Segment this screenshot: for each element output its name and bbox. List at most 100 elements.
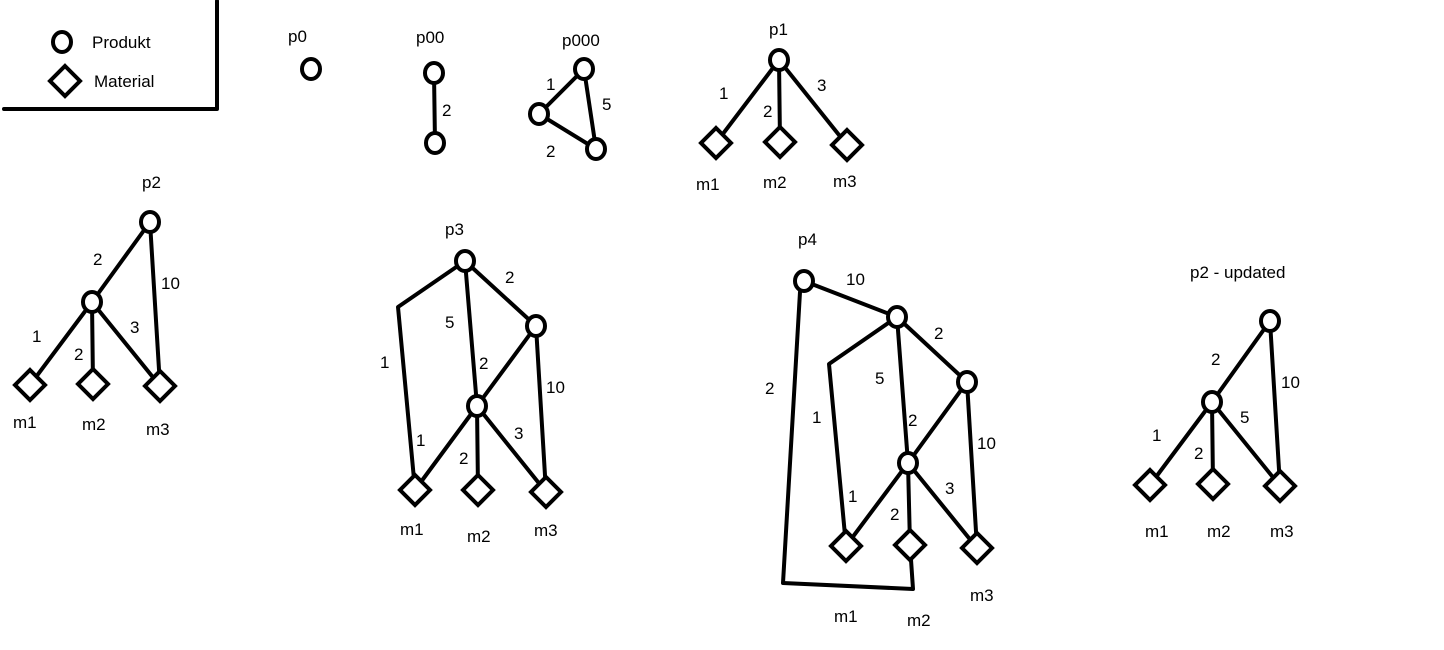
- edge-p4-p2top-m3: [965, 380, 979, 550]
- node-label-p4-m2: m2: [907, 611, 931, 630]
- edge-p4-p3root-p2top: [895, 315, 969, 384]
- edge-weight-p1-root-m1: 1: [719, 84, 728, 103]
- edge-weight-p00-a-b: 2: [442, 101, 451, 120]
- edge-weight-p3-p2top-m3: 10: [546, 378, 565, 397]
- edge-weight-p4-p2top-m3: 10: [977, 434, 996, 453]
- node-label-p3-m3: m3: [534, 521, 558, 540]
- edge-p4-p1mid-m1: [844, 461, 910, 548]
- edge-weight-p2-updated-root-mid: 2: [1211, 350, 1220, 369]
- edge-weight-p3-p1mid-m2: 2: [459, 449, 468, 468]
- node-label-p4-m1: m1: [834, 607, 858, 626]
- produkt-node-p3-p1mid: [466, 394, 488, 418]
- produkt-node-p000-left: [528, 102, 550, 126]
- diagram-title-p0: p0: [288, 27, 307, 46]
- edge-p2-mid-m1: [28, 300, 94, 387]
- edge-p4-p2top-p1mid: [906, 380, 969, 465]
- edge-weight-p4-top-m2: 2: [765, 379, 774, 398]
- edge-weight-p4-p3root-m1: 1: [812, 408, 821, 427]
- produkt-node-p00-b: [424, 131, 446, 155]
- legend-produkt-icon: [51, 30, 73, 54]
- material-node-p2-m1: [12, 367, 48, 403]
- material-node-p1-m2: [762, 124, 798, 160]
- node-label-p2-updated-m3: m3: [1270, 522, 1294, 541]
- edge-weight-p2-updated-root-m3: 10: [1281, 373, 1300, 392]
- material-node-p1-m1: [698, 125, 734, 161]
- edge-p3-root-m1: [396, 259, 467, 492]
- node-label-p1-m2: m2: [763, 173, 787, 192]
- edge-p000-top-right: [582, 67, 598, 151]
- legend-produkt-label: Produkt: [92, 33, 151, 52]
- node-label-p4-m3: m3: [970, 586, 994, 605]
- produkt-node-p00-a: [423, 61, 445, 85]
- produkt-node-p1-root: [768, 48, 790, 72]
- material-node-p2-m3: [142, 368, 178, 404]
- edge-weight-p000-left-right: 2: [546, 142, 555, 161]
- edge-weight-p4-p3root-p2top: 2: [934, 324, 943, 343]
- node-label-p1-m1: m1: [696, 175, 720, 194]
- node-label-p1-m3: m3: [833, 172, 857, 191]
- edge-p1-root-m3: [777, 58, 849, 147]
- produkt-node-p0-a: [300, 57, 322, 81]
- edge-weight-p3-p1mid-m3: 3: [514, 424, 523, 443]
- edge-p2-root-mid: [90, 220, 152, 304]
- edge-weight-p4-top-p3root: 10: [846, 270, 865, 289]
- edge-weight-p3-p1mid-m1: 1: [416, 431, 425, 450]
- material-node-p4-m3: [959, 530, 995, 566]
- edge-weight-p4-p2top-p1mid: 2: [908, 411, 917, 430]
- edge-p2-updated-root-m3: [1268, 319, 1282, 488]
- edge-p3-root-p1mid: [463, 259, 479, 408]
- edge-p2-root-m3: [148, 220, 162, 388]
- material-node-p3-m3: [528, 474, 564, 510]
- produkt-node-p3-p2top: [525, 314, 547, 338]
- edge-p2-updated-root-mid: [1210, 319, 1272, 404]
- node-label-p3-m2: m2: [467, 527, 491, 546]
- edge-weight-p4-p3root-p1mid: 5: [875, 369, 884, 388]
- material-node-p2-updated-m2: [1195, 466, 1231, 502]
- edge-p2-updated-mid-m3: [1210, 400, 1282, 488]
- material-node-p4-m1: [828, 528, 864, 564]
- produkt-node-p2-root: [139, 210, 161, 234]
- edge-weight-p3-root-p2top: 2: [505, 268, 514, 287]
- produkt-node-p4-top: [793, 269, 815, 293]
- material-node-p3-m1: [397, 472, 433, 508]
- edge-weight-p1-root-m3: 3: [817, 76, 826, 95]
- produkt-node-p4-p1mid: [897, 451, 919, 475]
- edge-weight-p2-mid-m3: 3: [130, 318, 139, 337]
- edge-p3-root-p2top: [463, 259, 538, 328]
- edge-weight-p3-p2top-p1mid: 2: [479, 354, 488, 373]
- edge-weight-p3-root-m1: 1: [380, 353, 389, 372]
- edge-weight-p4-p1mid-m3: 3: [945, 479, 954, 498]
- edge-p2-mid-m3: [90, 300, 162, 388]
- edge-weight-p2-updated-mid-m1: 1: [1152, 426, 1161, 445]
- edge-p3-p2top-p1mid: [475, 324, 538, 408]
- edge-weight-p2-updated-mid-m2: 2: [1194, 444, 1203, 463]
- edge-weight-p000-top-left: 1: [546, 75, 555, 94]
- material-node-p3-m2: [460, 472, 496, 508]
- diagram-p3: p3 1 5 2 2 10 1 2 3 m1 m2 m3: [380, 220, 565, 546]
- produkt-node-p2-updated-mid: [1201, 390, 1223, 414]
- edge-weight-p2-mid-m1: 1: [32, 327, 41, 346]
- produkt-node-p2-mid: [81, 290, 103, 314]
- edge-weight-p3-root-p1mid: 5: [445, 313, 454, 332]
- node-label-p2-m3: m3: [146, 420, 170, 439]
- edge-p3-p1mid-m3: [475, 404, 548, 494]
- diagram-title-p3: p3: [445, 220, 464, 239]
- diagram-title-p00: p00: [416, 28, 444, 47]
- material-node-p1-m3: [829, 127, 865, 163]
- legend-material-label: Material: [94, 72, 154, 91]
- edge-weight-p2-mid-m2: 2: [74, 345, 83, 364]
- diagram-title-p1: p1: [769, 20, 788, 39]
- edge-p4-top-p3root: [802, 279, 899, 319]
- legend-material-icon: [47, 63, 83, 99]
- produkt-node-p000-right: [585, 137, 607, 161]
- node-label-p2-updated-m1: m1: [1145, 522, 1169, 541]
- produkt-node-p2-updated-root: [1259, 309, 1281, 333]
- node-label-p3-m1: m1: [400, 520, 424, 539]
- edge-p4-p3root-p1mid: [895, 315, 910, 465]
- diagram-title-p2: p2: [142, 173, 161, 192]
